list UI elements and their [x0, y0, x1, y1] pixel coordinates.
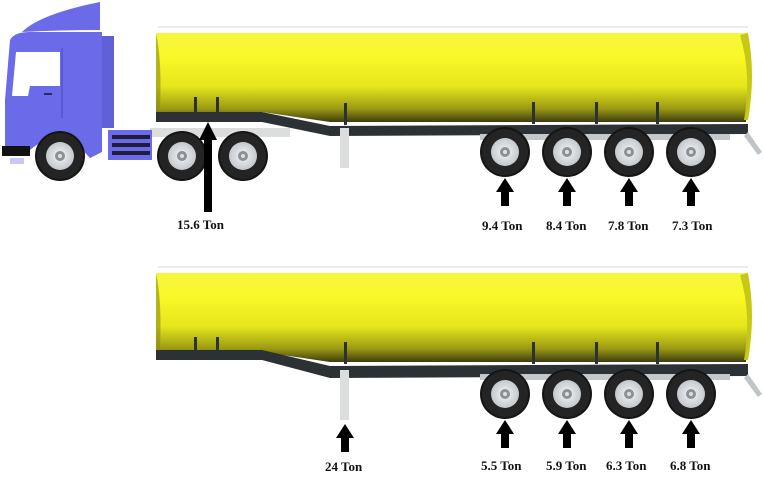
kingpin-arrow: [204, 140, 212, 212]
trailer-chassis: [156, 350, 748, 378]
axle-arrow: [558, 178, 576, 206]
axle-arrow: [620, 420, 638, 448]
tank-body: [156, 33, 750, 122]
axle-1-load-label: 5.5 Ton: [481, 458, 522, 473]
landing-gear: [340, 370, 349, 420]
axle-arrow: [496, 420, 514, 448]
axle-arrow: [682, 178, 700, 206]
axle-4-load-label: 6.8 Ton: [670, 458, 711, 473]
tank-body: [156, 273, 750, 362]
tractor: [2, 2, 290, 181]
top-configuration: [2, 2, 762, 212]
axle-3-load-label: 6.3 Ton: [606, 458, 647, 473]
axle-arrow: [558, 420, 576, 448]
landing-gear-load-label: 24 Ton: [325, 459, 363, 474]
bottom-configuration: [156, 266, 762, 452]
axle-arrow: [496, 178, 514, 206]
axle-2-load-label: 5.9 Ton: [546, 458, 587, 473]
trailer-axles: [480, 127, 730, 177]
axle-3-load-label: 7.8 Ton: [608, 218, 649, 233]
axle-1-load-label: 9.4 Ton: [482, 218, 523, 233]
axle-2-load-label: 8.4 Ton: [546, 218, 587, 233]
landing-gear: [340, 128, 349, 168]
axle-arrow: [620, 178, 638, 206]
trailer-chassis: [156, 112, 748, 136]
axle-4-load-label: 7.3 Ton: [672, 218, 713, 233]
axle-arrow: [682, 420, 700, 448]
landing-gear-arrow: [336, 424, 354, 452]
kingpin-load-label: 15.6 Ton: [177, 217, 224, 232]
trailer-axles: [480, 369, 730, 419]
